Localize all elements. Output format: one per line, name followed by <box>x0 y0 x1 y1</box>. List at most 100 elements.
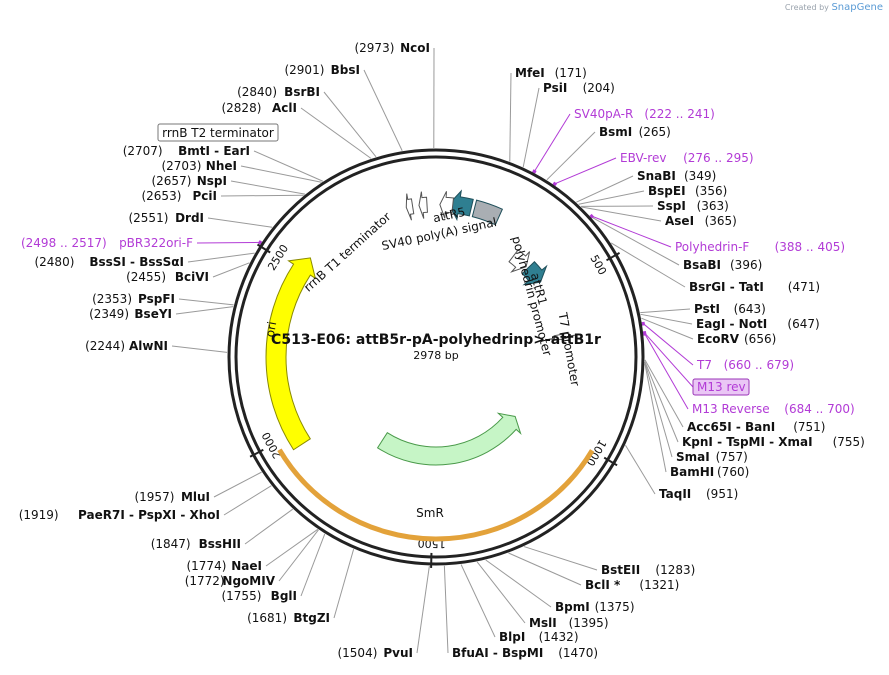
site-leader <box>640 313 693 325</box>
site-bgli[interactable]: BglI(1755) <box>221 589 297 603</box>
site-leader <box>523 546 598 571</box>
site-taqii[interactable]: TaqII(951) <box>659 487 738 501</box>
site-name: BlpI <box>499 630 525 644</box>
site-acli[interactable]: AclI(2828) <box>221 101 297 115</box>
site-position: (1755) <box>221 589 261 603</box>
primer-sv40pa-r[interactable]: SV40pA-R(222 .. 241) <box>574 107 715 121</box>
site-bbsi[interactable]: BbsI(2901) <box>284 63 360 77</box>
site-bsrbi[interactable]: BsrBI(2840) <box>237 85 320 99</box>
site-drdi[interactable]: DrdI(2551) <box>128 211 204 225</box>
site-blpi[interactable]: BlpI(1432) <box>499 630 579 644</box>
site-bsmi[interactable]: BsmI(265) <box>599 125 671 139</box>
site-position: (1681) <box>247 611 287 625</box>
primer-leader <box>643 323 694 366</box>
site-position: (204) <box>583 81 615 95</box>
primer-highlight-box <box>692 378 750 396</box>
site-position: (1847) <box>151 537 191 551</box>
site-bpmi[interactable]: BpmI(1375) <box>555 600 635 614</box>
site-mlui[interactable]: MluI(1957) <box>134 490 210 504</box>
site-leader <box>212 262 250 278</box>
primer-ebv-rev[interactable]: EBV-rev(276 .. 295) <box>620 151 754 165</box>
site-leader <box>220 194 304 197</box>
site-bsrgi-tati[interactable]: BsrGI - TatI(471) <box>689 280 820 294</box>
site-leader <box>443 565 449 654</box>
primer-range: (2498 .. 2517) <box>21 236 107 250</box>
primer-m13-reverse[interactable]: M13 Reverse(684 .. 700) <box>692 402 855 416</box>
site-bspei[interactable]: BspEI(356) <box>648 184 727 198</box>
site-paer7i-pspxi-xhoi[interactable]: PaeR7I - PspXI - XhoI(1919) <box>19 508 220 522</box>
site-name: BfuAI - BspMI <box>452 646 543 660</box>
primer-m13-rev[interactable]: M13 rev <box>692 378 750 396</box>
snapgene-logo: SnapGene <box>831 2 883 13</box>
site-leader <box>333 548 355 619</box>
primer-polyhedrin-f[interactable]: Polyhedrin-F(388 .. 405) <box>675 240 845 254</box>
feature-rrnb-t2-terminator-arrow <box>418 191 428 219</box>
site-leader <box>300 533 326 597</box>
site-position: (1395) <box>569 616 609 630</box>
site-pcii[interactable]: PciI(2653) <box>141 189 217 203</box>
site-position: (755) <box>833 435 865 449</box>
site-mfei[interactable]: MfeI(171) <box>515 66 587 80</box>
site-position: (1919) <box>19 508 59 522</box>
site-ngomiv[interactable]: NgoMIV(1772) <box>185 574 276 588</box>
site-leader <box>460 564 496 638</box>
site-leader <box>416 565 430 654</box>
site-bmti-eari[interactable]: BmtI - EarI(2707) <box>123 144 250 158</box>
site-sspi[interactable]: SspI(363) <box>657 199 729 213</box>
site-position: (1772) <box>185 574 225 588</box>
site-bsabi[interactable]: BsaBI(396) <box>683 258 762 272</box>
site-btgzi[interactable]: BtgZI(1681) <box>247 611 330 625</box>
site-nspi[interactable]: NspI(2657) <box>151 174 227 188</box>
primer-t7[interactable]: T7(660 .. 679) <box>696 358 794 372</box>
site-position: (2707) <box>123 144 163 158</box>
site-position: (2657) <box>151 174 191 188</box>
site-name: BsrGI - TatI <box>689 280 764 294</box>
site-bcivi[interactable]: BciVI(2455) <box>126 270 209 284</box>
site-snabi[interactable]: SnaBI(349) <box>637 169 716 183</box>
site-position: (171) <box>555 66 587 80</box>
feature-label-attr5: attR5 <box>432 205 467 226</box>
site-leader <box>485 559 552 608</box>
site-bfuai-bspmi[interactable]: BfuAI - BspMI(1470) <box>452 646 598 660</box>
site-leader <box>508 552 582 586</box>
site-position: (2455) <box>126 270 166 284</box>
site-position: (647) <box>787 317 819 331</box>
site-psti[interactable]: PstI(643) <box>694 302 766 316</box>
site-nhei[interactable]: NheI(2703) <box>161 159 237 173</box>
site-psii[interactable]: PsiI(204) <box>543 81 615 95</box>
site-smai[interactable]: SmaI(757) <box>676 450 748 464</box>
primer-pbr322ori-f[interactable]: pBR322ori-F(2498 .. 2517) <box>21 236 193 250</box>
site-alwni[interactable]: AlwNI(2244) <box>85 339 168 353</box>
feature-rrnb-t1-terminator-arrow <box>405 193 415 221</box>
primer-leader <box>644 332 694 388</box>
site-eagi-noti[interactable]: EagI - NotI(647) <box>696 317 820 331</box>
site-name: BamHI <box>670 465 714 479</box>
site-bsssi-bsss-i[interactable]: BssSI - BssSαI(2480) <box>34 255 184 269</box>
site-ncoi[interactable]: NcoI(2973) <box>354 41 430 55</box>
site-bcli[interactable]: BclI *(1321) <box>585 578 679 592</box>
site-position: (760) <box>717 465 749 479</box>
brand-prefix: Created by <box>784 3 829 12</box>
site-bamhi[interactable]: BamHI(760) <box>670 465 749 479</box>
site-bsteii[interactable]: BstEII(1283) <box>601 563 695 577</box>
site-name: NcoI <box>400 41 430 55</box>
site-position: (1375) <box>595 600 635 614</box>
feature-label-text: rrnB T2 terminator <box>162 126 274 140</box>
feature-polyhedrin-promoter-arrow <box>508 249 531 273</box>
site-leader <box>590 216 680 266</box>
site-bsshii[interactable]: BssHII(1847) <box>151 537 241 551</box>
site-pvui[interactable]: PvuI(1504) <box>337 646 413 660</box>
site-leader-lines <box>171 47 694 654</box>
site-position: (1774) <box>186 559 226 573</box>
site-naei[interactable]: NaeI(1774) <box>186 559 262 573</box>
site-acc65i-bani[interactable]: Acc65I - BanI(751) <box>687 420 825 434</box>
site-bseyi[interactable]: BseYI(2349) <box>89 307 172 321</box>
site-msli[interactable]: MslI(1395) <box>529 616 609 630</box>
site-ecorv[interactable]: EcoRV(656) <box>697 332 776 346</box>
site-kpni-tspmi-xmai[interactable]: KpnI - TspMI - XmaI(755) <box>682 435 865 449</box>
site-pspfi[interactable]: PspFI(2353) <box>92 292 175 306</box>
site-position: (2901) <box>284 63 324 77</box>
site-asei[interactable]: AseI(365) <box>665 214 737 228</box>
site-name: EcoRV <box>697 332 740 346</box>
